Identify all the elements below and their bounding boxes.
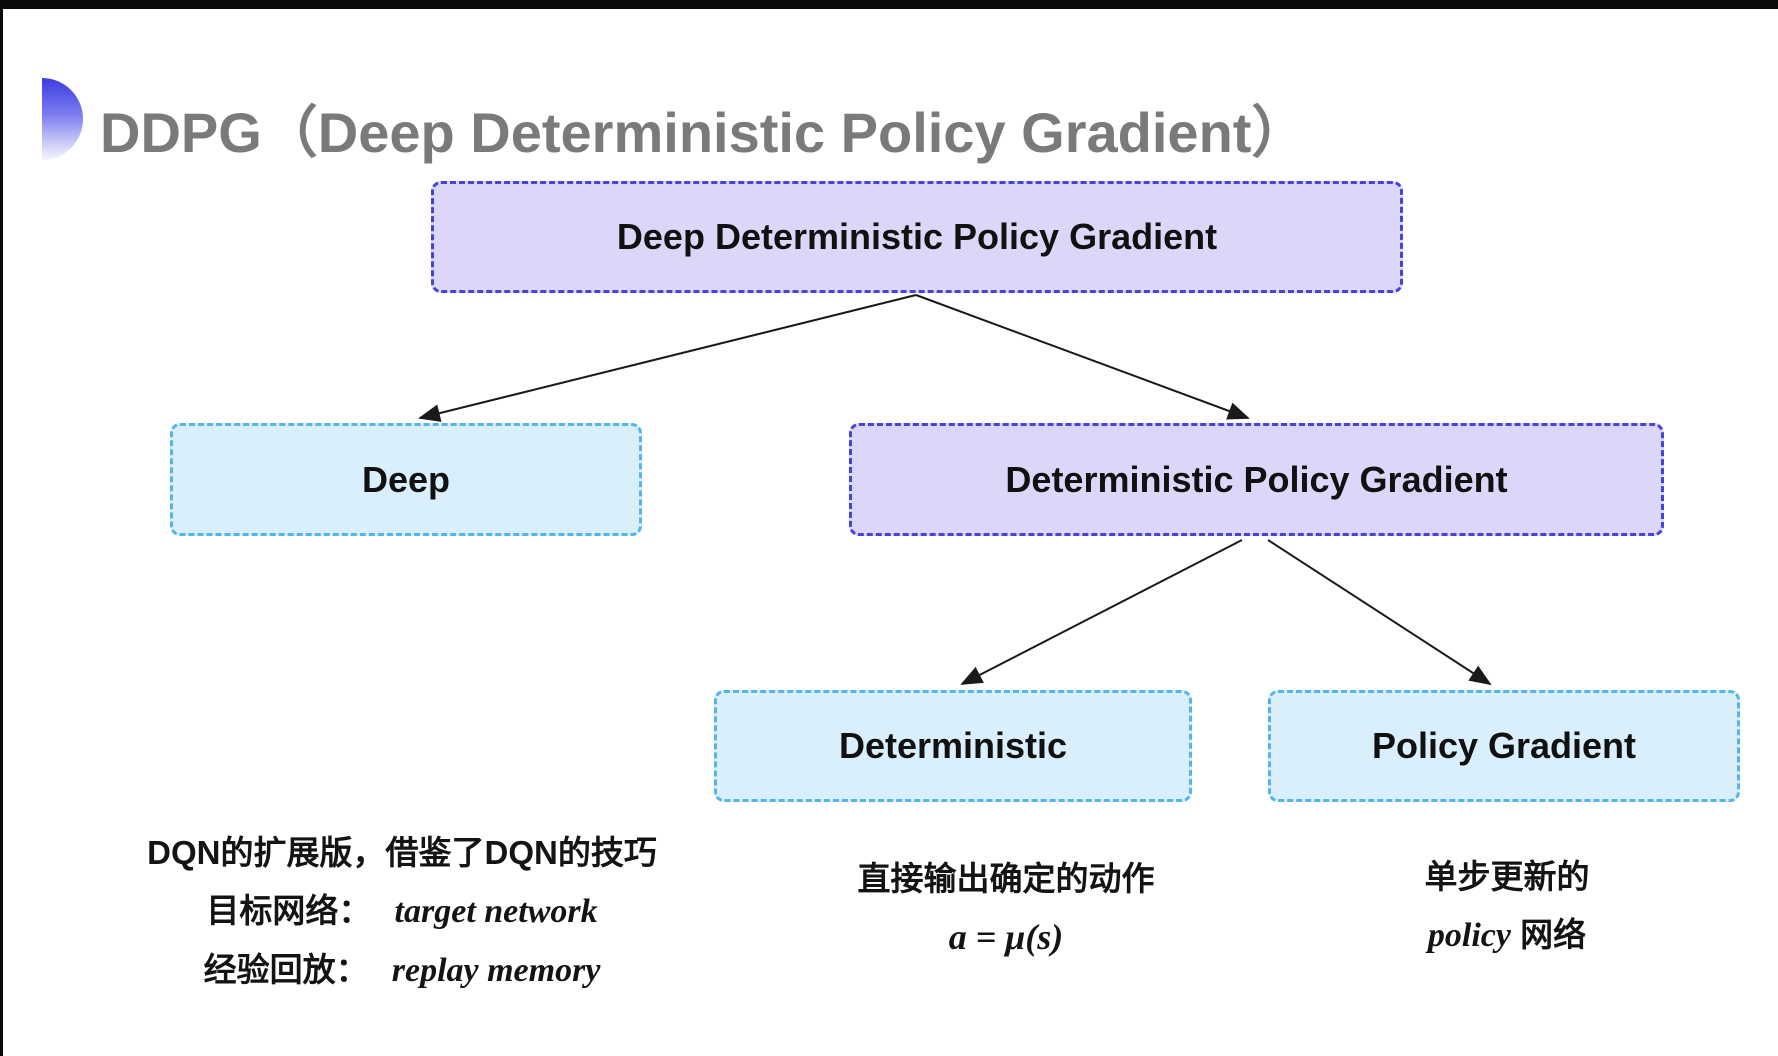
target-network-label-en: target network [394, 893, 598, 930]
note-deep-line-2: 目标网络： target network [132, 888, 672, 935]
note-policy-gradient-annotation: 单步更新的 policy 网络 [1317, 854, 1697, 959]
arrow-dpg-to-policy-gradient [1267, 539, 1492, 686]
node-policy-gradient: Policy Gradient [1268, 690, 1740, 802]
note-deterministic-annotation: 直接输出确定的动作 a = μ(s) [816, 856, 1196, 960]
note-deep-annotation: DQN的扩展版，借鉴了DQN的技巧 目标网络： target network 经… [132, 830, 672, 994]
note-deep-line-1: DQN的扩展版，借鉴了DQN的技巧 [147, 834, 657, 871]
node-root-label: Deep Deterministic Policy Gradient [616, 216, 1218, 257]
deterministic-formula: a = μ(s) [948, 917, 1064, 957]
slide-title: DDPG（Deep Deterministic Policy Gradient） [100, 101, 1308, 164]
node-deterministic: Deterministic [714, 690, 1192, 802]
arrow-root-to-deep [418, 294, 917, 422]
replay-memory-label-en: replay memory [391, 952, 601, 989]
node-deep-deterministic-policy-gradient: Deep Deterministic Policy Gradient [431, 181, 1403, 293]
node-deterministic-policy-gradient: Deterministic Policy Gradient [849, 423, 1664, 536]
note-policy-gradient-line-1: 单步更新的 [1424, 858, 1590, 895]
node-deterministic-label: Deterministic [838, 725, 1068, 766]
note-policy-gradient-line-2: policy 网络 [1317, 912, 1697, 959]
arrow-dpg-to-deterministic [960, 539, 1243, 685]
title-bullet-icon [42, 78, 83, 160]
left-border-line [0, 0, 3, 1056]
node-policy-gradient-label: Policy Gradient [1371, 725, 1637, 766]
arrow-root-to-dpg [915, 294, 1250, 420]
network-word-cn: 网络 [1520, 916, 1587, 953]
replay-memory-label-cn: 经验回放： [203, 951, 369, 988]
target-network-label-cn: 目标网络： [206, 892, 372, 929]
policy-word-italic: policy [1427, 917, 1511, 954]
note-deep-line-3: 经验回放： replay memory [132, 947, 672, 994]
node-dpg-label: Deterministic Policy Gradient [1005, 458, 1508, 500]
node-deep-label: Deep [361, 458, 451, 500]
node-deep: Deep [170, 423, 642, 536]
top-border-bar [0, 0, 1778, 9]
note-deterministic-line-1: 直接输出确定的动作 [857, 860, 1155, 897]
